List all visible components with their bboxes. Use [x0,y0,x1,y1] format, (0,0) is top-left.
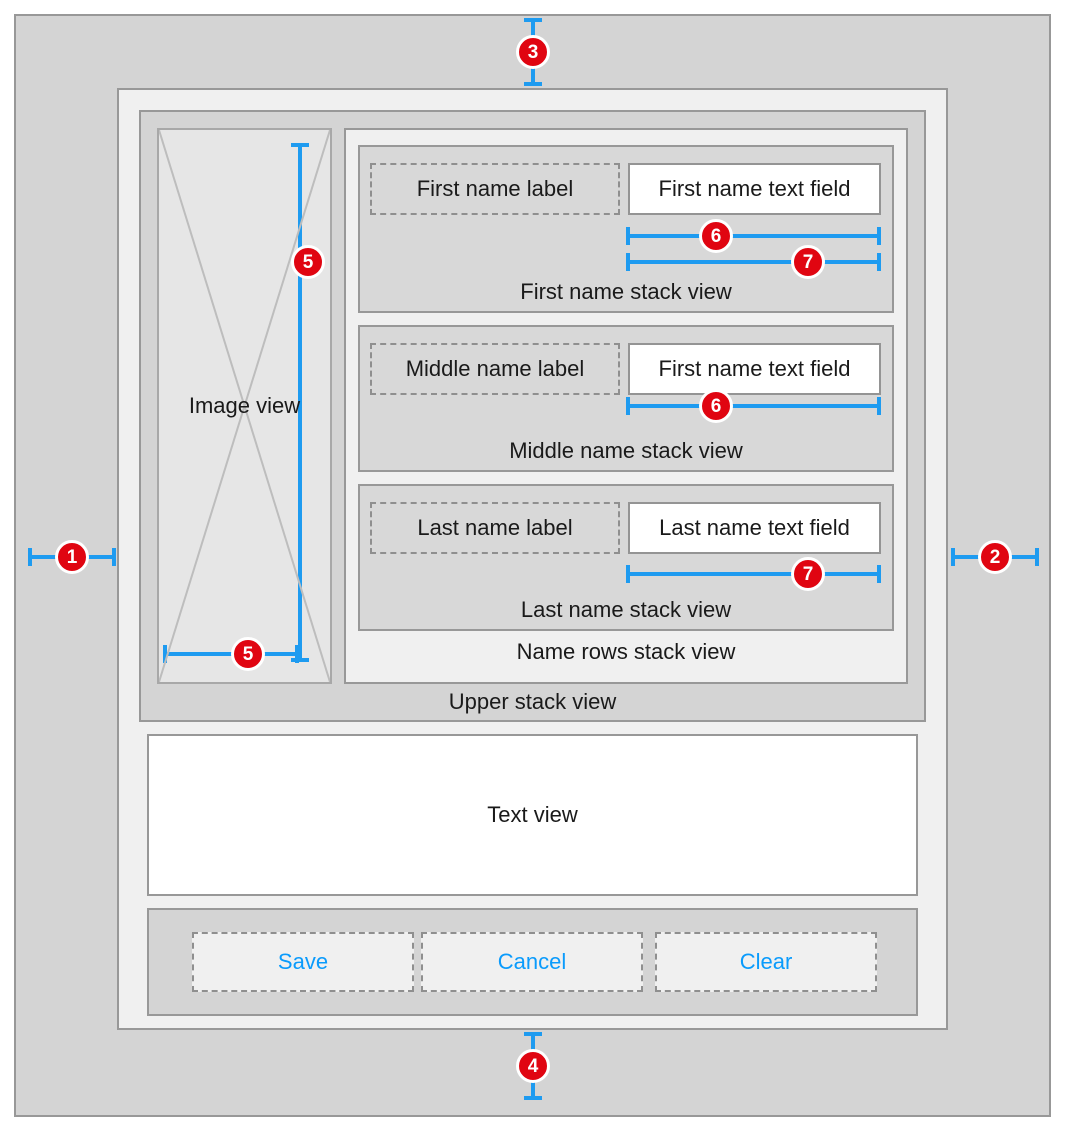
last-name-stack-view-label: Last name stack view [520,597,732,622]
image-view: Image view [157,128,332,684]
dimension-line-middle-name-width [626,397,881,415]
middle-name-label: Middle name label [370,343,620,395]
constraint-badge-top-edge[interactable]: 3 [516,35,550,69]
cancel-button[interactable]: Cancel [421,932,643,992]
image-placeholder-cross-icon [159,130,330,682]
constraint-badge-last-name-7[interactable]: 7 [791,557,825,591]
constraint-badge-right-edge[interactable]: 2 [978,540,1012,574]
dimension-line-first-name-width-b [626,253,881,271]
first-name-label: First name label [370,163,620,215]
dimension-line-last-name-width [626,565,881,583]
dimension-line-image-height [291,143,309,662]
image-view-label: Image view [188,393,301,418]
last-name-text-field[interactable]: Last name text field [628,502,881,554]
name-rows-stack-view-label: Name rows stack view [516,639,736,664]
last-name-label: Last name label [370,502,620,554]
first-name-stack-view-label: First name stack view [520,279,732,304]
dimension-line-first-name-width-a [626,227,881,245]
constraint-badge-middle-name-6[interactable]: 6 [699,389,733,423]
constraint-badge-first-name-6[interactable]: 6 [699,219,733,253]
constraint-badge-image-height[interactable]: 5 [291,245,325,279]
save-button[interactable]: Save [192,932,414,992]
constraint-badge-bottom-edge[interactable]: 4 [516,1049,550,1083]
text-view[interactable]: Text view [147,734,918,896]
middle-name-text-field[interactable]: First name text field [628,343,881,395]
upper-stack-view-label: Upper stack view [448,689,617,714]
clear-button[interactable]: Clear [655,932,877,992]
constraint-badge-image-width[interactable]: 5 [231,637,265,671]
constraint-badge-left-edge[interactable]: 1 [55,540,89,574]
middle-name-stack-view-label: Middle name stack view [509,438,743,463]
first-name-text-field[interactable]: First name text field [628,163,881,215]
constraint-badge-first-name-7[interactable]: 7 [791,245,825,279]
